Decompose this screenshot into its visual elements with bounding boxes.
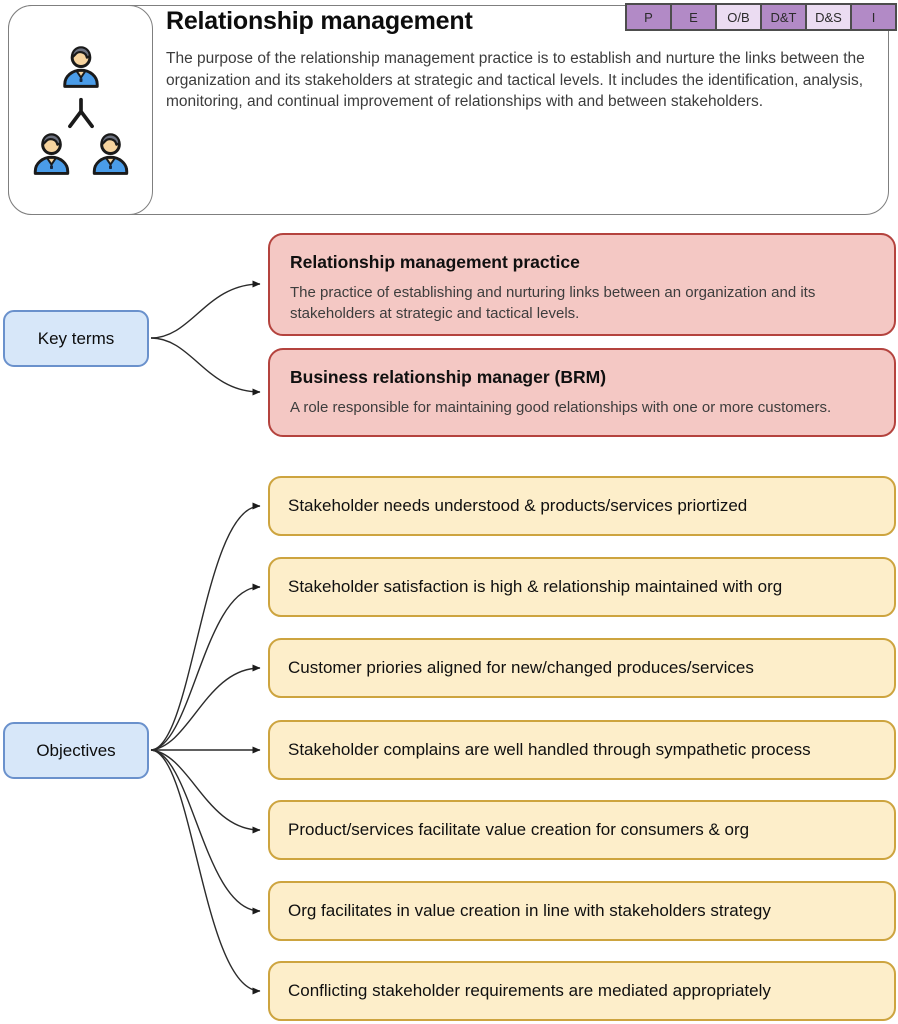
objective-text: Customer priories aligned for new/change… — [288, 658, 754, 677]
badge-ob: O/B — [717, 5, 760, 29]
objective-text: Stakeholder satisfaction is high & relat… — [288, 577, 783, 596]
objective-card: Customer priories aligned for new/change… — [268, 638, 896, 698]
objective-card: Stakeholder complains are well handled t… — [268, 720, 896, 780]
objective-card: Org facilitates in value creation in lin… — [268, 881, 896, 941]
page-description: The purpose of the relationship manageme… — [166, 50, 865, 111]
objective-card: Stakeholder needs understood & products/… — [268, 476, 896, 536]
badge-i: I — [852, 5, 895, 29]
key-term-card: Relationship management practice The pra… — [268, 233, 896, 336]
objective-card: Stakeholder satisfaction is high & relat… — [268, 557, 896, 617]
objective-text: Stakeholder complains are well handled t… — [288, 740, 811, 759]
objective-text: Org facilitates in value creation in lin… — [288, 901, 771, 920]
objective-text: Conflicting stakeholder requirements are… — [288, 981, 771, 1000]
header-icon-card — [8, 5, 153, 215]
key-term-card: Business relationship manager (BRM) A ro… — [268, 348, 896, 437]
badge-ds: D&S — [807, 5, 850, 29]
three-people-network-icon — [33, 45, 128, 175]
practice-dimension-badges: P E O/B D&T D&S I — [625, 3, 897, 31]
objective-card: Conflicting stakeholder requirements are… — [268, 961, 896, 1021]
term-description: A role responsible for maintaining good … — [290, 399, 832, 416]
objective-text: Product/services facilitate value creati… — [288, 820, 750, 839]
badge-e: E — [672, 5, 715, 29]
objectives-label-box: Objectives — [3, 722, 149, 779]
page-title: Relationship management — [166, 7, 473, 35]
objective-card: Product/services facilitate value creati… — [268, 800, 896, 860]
term-title: Business relationship manager (BRM) — [290, 367, 607, 387]
term-description: The practice of establishing and nurturi… — [290, 284, 816, 322]
header-card — [8, 5, 889, 215]
term-title: Relationship management practice — [290, 252, 580, 272]
key-terms-label-box: Key terms — [3, 310, 149, 367]
badge-dt: D&T — [762, 5, 805, 29]
objective-text: Stakeholder needs understood & products/… — [288, 496, 748, 515]
badge-p: P — [627, 5, 670, 29]
